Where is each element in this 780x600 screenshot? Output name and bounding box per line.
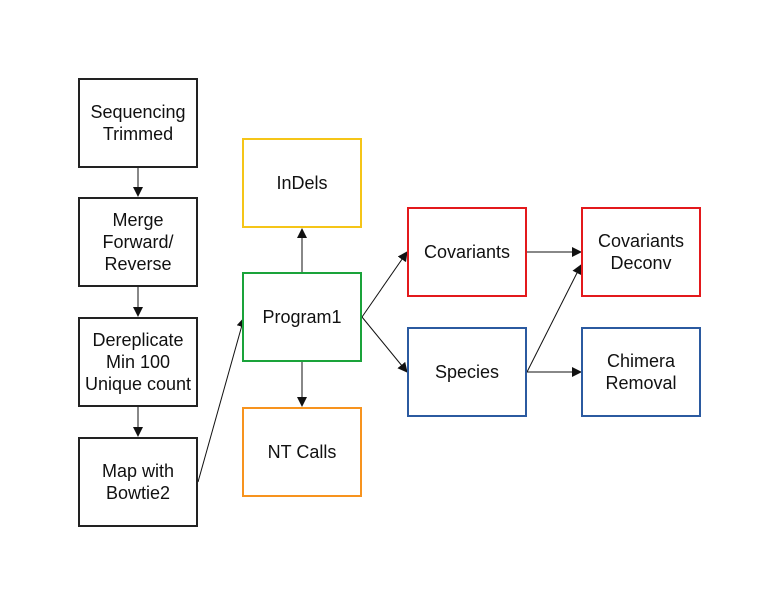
node-species: Species — [407, 327, 527, 417]
node-program1: Program1 — [242, 272, 362, 362]
node-nt-calls: NT Calls — [242, 407, 362, 497]
arrow-species-to-covariants_deconv — [526, 264, 582, 373]
node-covariants: Covariants — [407, 207, 527, 297]
arrow-program1-to-covariants — [361, 251, 408, 318]
arrow-map-to-program1 — [197, 317, 247, 483]
node-chimera-removal: Chimera Removal — [581, 327, 701, 417]
arrow-program1-to-species — [361, 316, 408, 373]
node-covariants-deconv: Covariants Deconv — [581, 207, 701, 297]
node-sequencing-trimmed: Sequencing Trimmed — [78, 78, 198, 168]
node-dereplicate: Dereplicate Min 100 Unique count — [78, 317, 198, 407]
node-merge-forward-reverse: Merge Forward/ Reverse — [78, 197, 198, 287]
node-indels: InDels — [242, 138, 362, 228]
node-map-with-bowtie2: Map with Bowtie2 — [78, 437, 198, 527]
